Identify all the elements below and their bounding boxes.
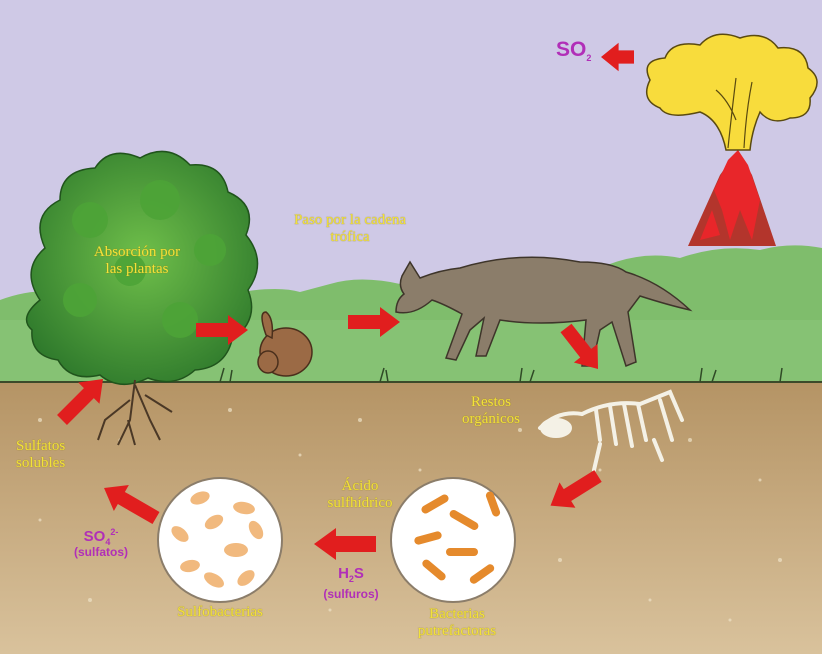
organic-remains-label: Restos orgánicos	[436, 394, 546, 428]
sulfate-name: (sulfatos)	[56, 544, 146, 560]
so2-label: SO2	[556, 38, 591, 70]
sulfide-name: (sulfuros)	[306, 586, 396, 602]
trophic-chain-label: Paso por la cadena trófica	[260, 212, 440, 246]
sulfate-superscript: 2-	[110, 527, 118, 537]
sulfobacteria-circle	[158, 478, 282, 602]
hydrogen-sulfide-label: Ácido sulfhídrico	[300, 478, 420, 512]
putrefactive-bacteria-label: Bacterias putrefactoras	[392, 606, 522, 640]
absorption-label: Absorción por las plantas	[62, 244, 212, 278]
h2s-s: S	[354, 565, 364, 582]
so2-text: SO	[556, 38, 586, 61]
so2-subscript: 2	[586, 53, 591, 63]
h2s-h: H	[338, 565, 349, 582]
sulfobacteria-label: Sulfobacterias	[150, 604, 290, 621]
hydrogen-sulfide-formula: H2S	[306, 566, 396, 587]
sulfate-text: SO	[84, 528, 106, 545]
soluble-sulfates-label: Sulfatos solubles	[16, 438, 126, 472]
